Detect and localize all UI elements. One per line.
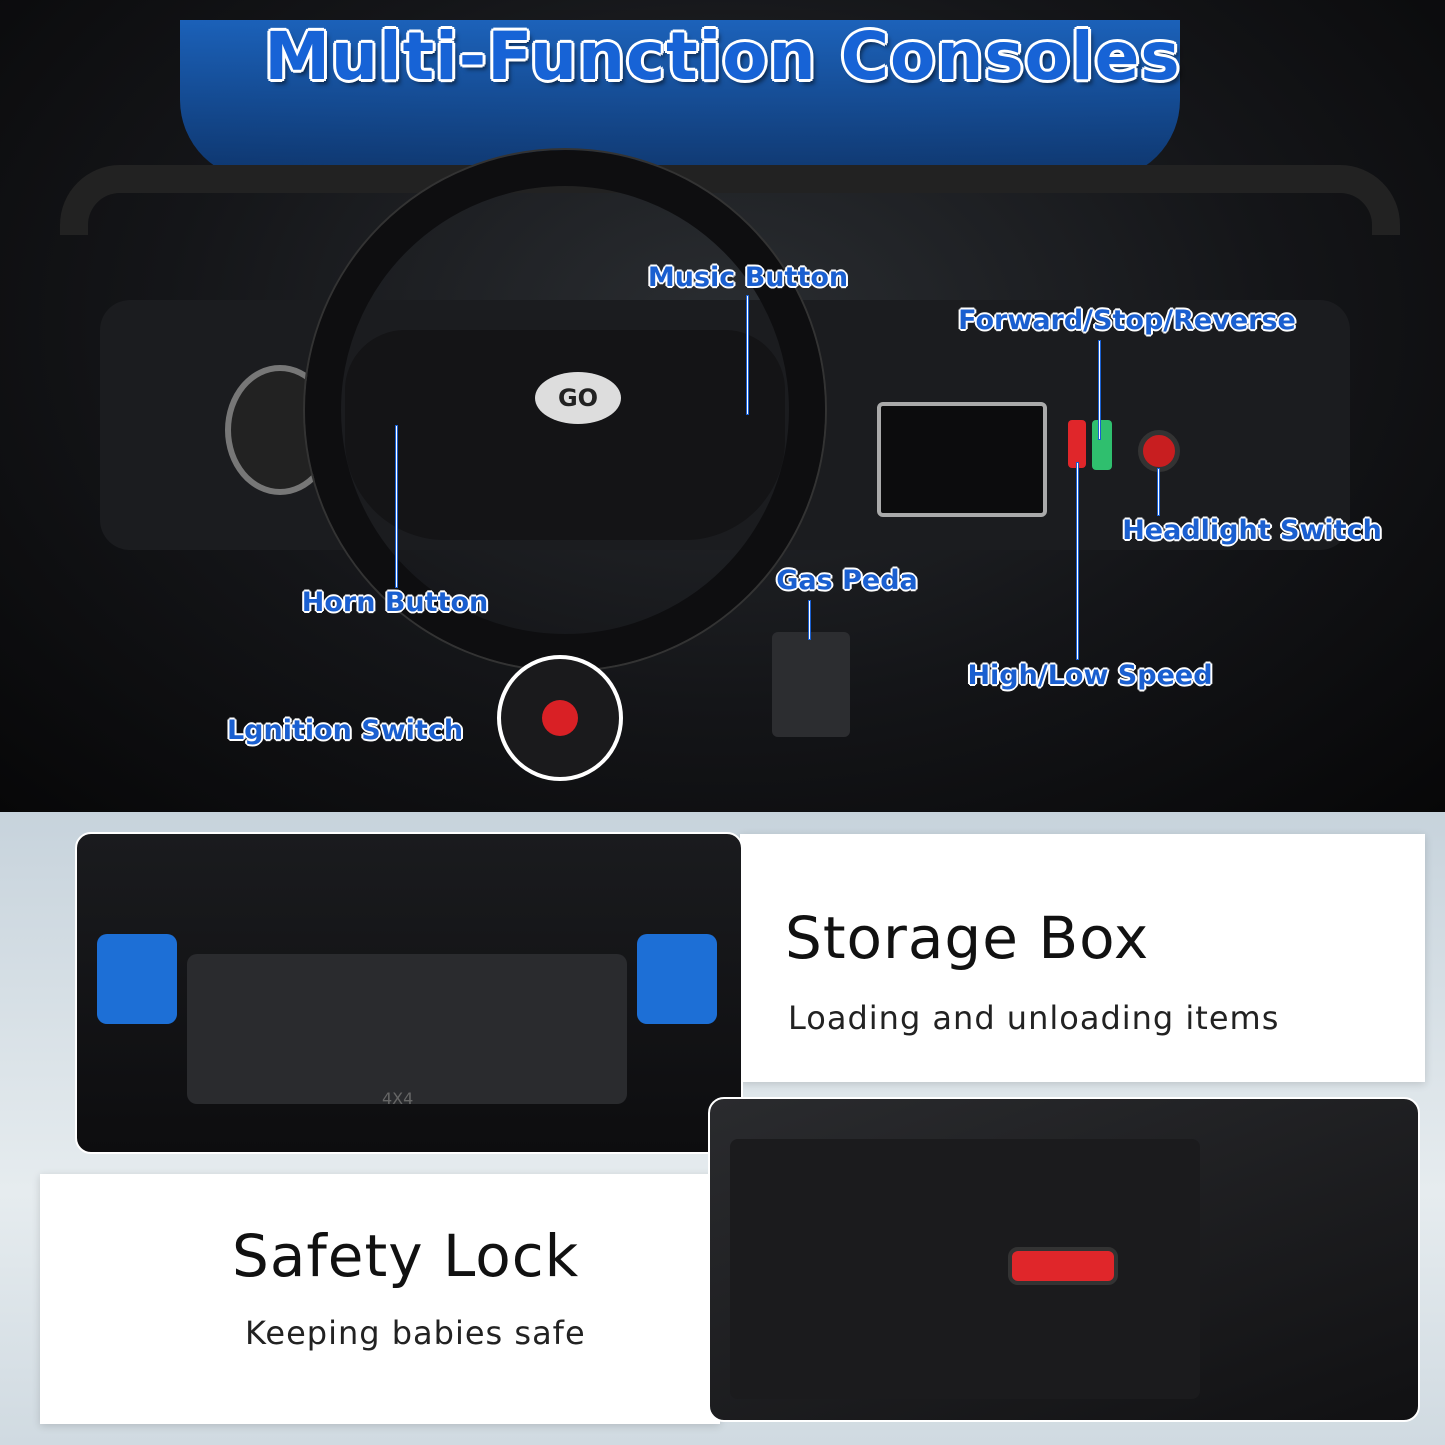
music-panel [877,402,1047,517]
wheel-hub [345,330,785,540]
ignition-button [542,700,578,736]
callout-line [1076,462,1079,660]
callout-line [808,600,811,640]
label-gas-pedal: Gas Peda [776,565,918,596]
forward-reverse-switch [1092,420,1112,470]
cargo-bed [187,954,627,1104]
wheel-logo: GO [535,372,621,424]
door-panel [730,1139,1200,1399]
label-music-button: Music Button [647,262,849,293]
storage-subtitle: Loading and unloading items [788,999,1280,1037]
gas-pedal [772,632,850,737]
safety-title: Safety Lock [232,1222,580,1290]
vehicle-hood [180,20,1180,180]
storage-card: Storage Box Loading and unloading items [740,834,1425,1082]
features-section: Storage Box Loading and unloading items … [0,812,1445,1445]
label-headlight-switch: Headlight Switch [1122,515,1382,546]
headlight-button [1138,430,1180,472]
speed-switch [1068,420,1086,468]
blue-side-panel [97,934,177,1024]
safety-lock-photo [708,1097,1420,1422]
console-photo: GO Multi-Function Consoles Music Button … [0,0,1445,812]
blue-side-panel [637,934,717,1024]
safety-lock-latch [1008,1247,1118,1285]
label-ignition-switch: Lgnition Switch [226,715,464,746]
callout-line [1157,468,1160,516]
label-forward-stop-reverse: Forward/Stop/Reverse [958,305,1296,336]
label-high-low-speed: High/Low Speed [967,660,1213,691]
page-title: Multi-Function Consoles [264,18,1181,95]
callout-line [395,425,398,588]
safety-card: Safety Lock Keeping babies safe [40,1174,720,1424]
callout-line [746,295,749,415]
label-horn-button: Horn Button [301,587,489,618]
tailgate-badge: 4X4 [382,1089,414,1108]
storage-title: Storage Box [785,904,1150,972]
callout-line [1098,340,1101,440]
storage-box-photo: 4X4 [75,832,743,1154]
safety-subtitle: Keeping babies safe [245,1314,586,1352]
